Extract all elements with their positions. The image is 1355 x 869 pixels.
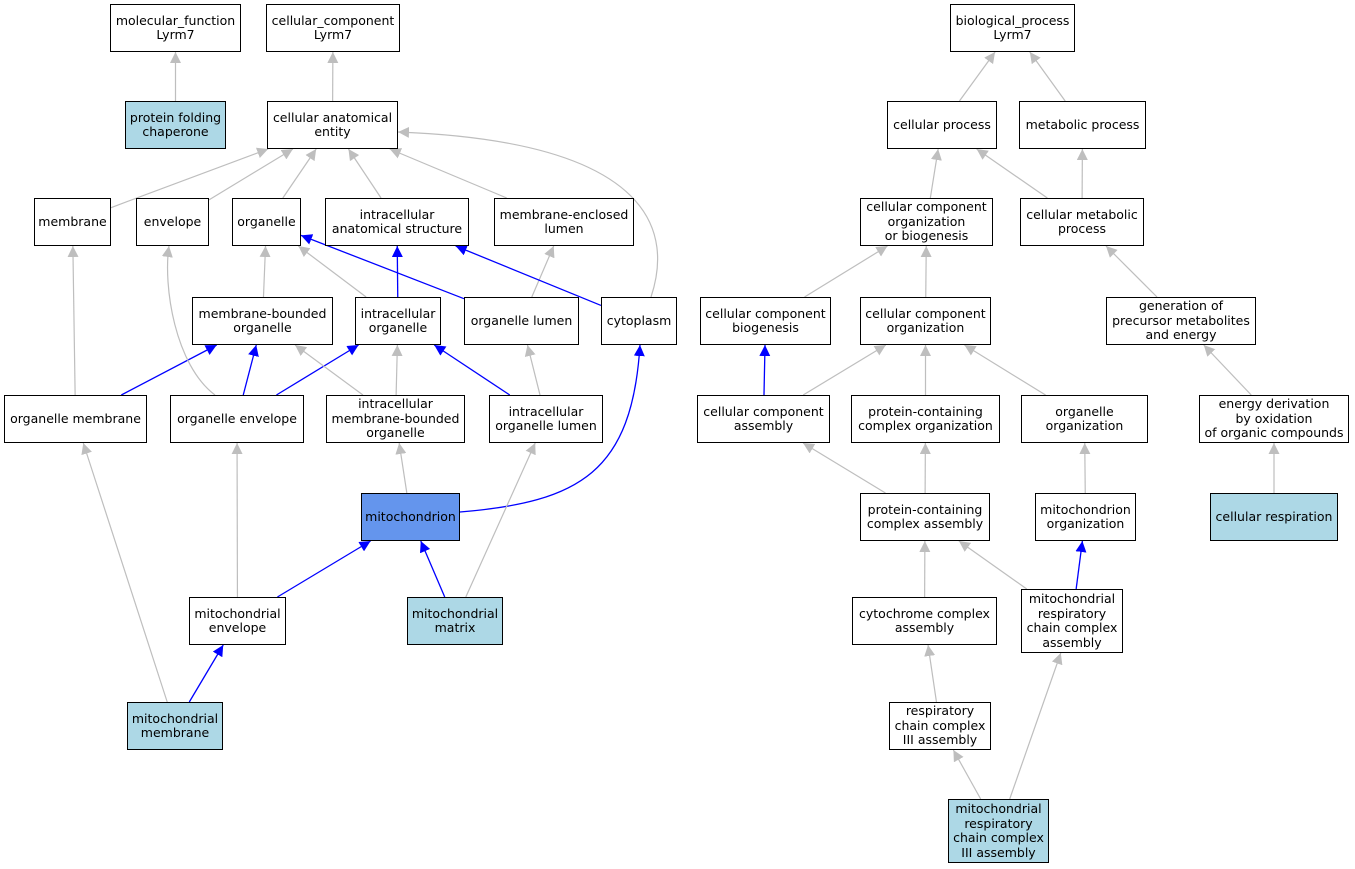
node-mmem[interactable]: mitochondrial membrane [127, 702, 223, 750]
node-pcca[interactable]: protein-containing complex assembly [860, 493, 990, 541]
edge-ccb-to-ccob [804, 245, 888, 298]
node-cyto[interactable]: cytoplasm [601, 297, 677, 345]
node-mo[interactable]: mitochondrion organization [1035, 493, 1136, 541]
edge-env-to-cae [208, 148, 294, 201]
node-cca[interactable]: cellular component assembly [697, 395, 830, 443]
node-cmp[interactable]: cellular metabolic process [1020, 198, 1144, 246]
node-oe[interactable]: organelle envelope [170, 395, 304, 443]
node-org[interactable]: organelle [232, 198, 301, 246]
edge-oo-to-cco [964, 344, 1046, 396]
edge-mem-to-cae [110, 147, 269, 209]
edge-cyto-to-cae [397, 126, 659, 298]
node-mel[interactable]: membrane-enclosed lumen [494, 198, 634, 246]
edge-cmp-to-cp [976, 148, 1048, 199]
edge-mrc3a-to-rc3a [952, 749, 982, 800]
node-cp[interactable]: cellular process [887, 101, 997, 149]
node-mrc3a[interactable]: mitochondrial respiratory chain complex … [948, 799, 1049, 863]
edge-om-to-mem [67, 245, 79, 396]
edge-mrcca-to-pcca [958, 540, 1028, 590]
edge-mmem-to-om [81, 442, 168, 703]
edge-om-to-mbo [120, 344, 218, 396]
edge-mrcca-to-mo [1075, 540, 1087, 590]
node-menv[interactable]: mitochondrial envelope [189, 597, 286, 645]
node-mp[interactable]: metabolic process [1019, 101, 1146, 149]
edge-ccob-to-cp [929, 148, 942, 199]
node-ccob[interactable]: cellular component organization or bioge… [860, 198, 993, 246]
node-oo[interactable]: organelle organization [1021, 395, 1148, 443]
edge-io-to-ias [391, 245, 403, 298]
edge-mmem-to-menv [188, 644, 224, 703]
node-cc[interactable]: cellular_component Lyrm7 [266, 4, 400, 52]
node-cae[interactable]: cellular anatomical entity [267, 101, 398, 149]
edge-menv-to-mito [277, 540, 371, 598]
node-bp[interactable]: biological_process Lyrm7 [950, 4, 1075, 52]
node-iol[interactable]: intracellular organelle lumen [489, 395, 603, 443]
node-io[interactable]: intracellular organelle [355, 297, 441, 345]
node-mmat[interactable]: mitochondrial matrix [407, 597, 503, 645]
edge-mmat-to-mito [420, 540, 446, 598]
node-mrcca[interactable]: mitochondrial respiratory chain complex … [1021, 589, 1123, 653]
node-ol[interactable]: organelle lumen [464, 297, 579, 345]
edge-iol-to-ol [524, 344, 541, 396]
node-mito[interactable]: mitochondrion [361, 493, 460, 541]
edge-mp-to-bp [1029, 51, 1066, 102]
node-ias[interactable]: intracellular anatomical structure [325, 198, 469, 246]
node-mbo[interactable]: membrane-bounded organelle [192, 297, 333, 345]
edge-oe-to-env [161, 245, 216, 396]
edge-rc3a-to-ccas [924, 644, 938, 703]
node-edoc[interactable]: energy derivation by oxidation of organi… [1199, 395, 1349, 443]
edge-pcca-to-cca [802, 442, 886, 494]
node-env[interactable]: envelope [136, 198, 209, 246]
node-cr[interactable]: cellular respiration [1210, 493, 1338, 541]
edge-mito-to-imbo [395, 442, 408, 494]
node-cco[interactable]: cellular component organization [860, 297, 991, 345]
edge-io-to-org [298, 245, 367, 298]
edge-oe-to-mbo [242, 344, 259, 396]
node-rc3a[interactable]: respiratory chain complex III assembly [889, 702, 991, 750]
edge-cca-to-cco [802, 344, 887, 396]
edge-oe-to-io [276, 344, 359, 396]
edge-mel-to-cae [389, 148, 507, 199]
edge-iol-to-io [433, 344, 511, 396]
node-mf[interactable]: molecular_function Lyrm7 [110, 4, 241, 52]
node-gpme[interactable]: generation of precursor metabolites and … [1106, 297, 1256, 345]
edge-org-to-cae [282, 148, 317, 199]
edge-cp-to-bp [958, 51, 996, 102]
edge-cco-to-ccob [920, 245, 932, 298]
edge-mrc3a-to-mrcca [1009, 652, 1063, 800]
edge-mo-to-oo [1079, 442, 1091, 494]
node-ccb[interactable]: cellular component biogenesis [700, 297, 831, 345]
edge-cyto-to-ias [455, 245, 602, 307]
edge-cca-to-ccb [759, 344, 771, 396]
edge-gpme-to-cmp [1105, 245, 1158, 298]
edge-mmat-to-iol [465, 442, 536, 598]
node-imbo[interactable]: intracellular membrane-bounded organelle [326, 395, 465, 443]
node-pfc[interactable]: protein folding chaperone [125, 101, 226, 149]
edge-ol-to-mel [531, 245, 555, 298]
node-pcco[interactable]: protein-containing complex organization [851, 395, 1000, 443]
node-mem[interactable]: membrane [34, 198, 111, 246]
edge-mbo-to-org [259, 245, 271, 298]
edge-edoc-to-gpme [1203, 344, 1252, 396]
node-ccas[interactable]: cytochrome complex assembly [852, 597, 997, 645]
node-om[interactable]: organelle membrane [4, 395, 147, 443]
edge-imbo-to-mbo [294, 344, 364, 396]
edge-mito-to-cyto [459, 344, 645, 513]
edge-ias-to-cae [347, 148, 382, 199]
edge-imbo-to-io [391, 344, 403, 396]
